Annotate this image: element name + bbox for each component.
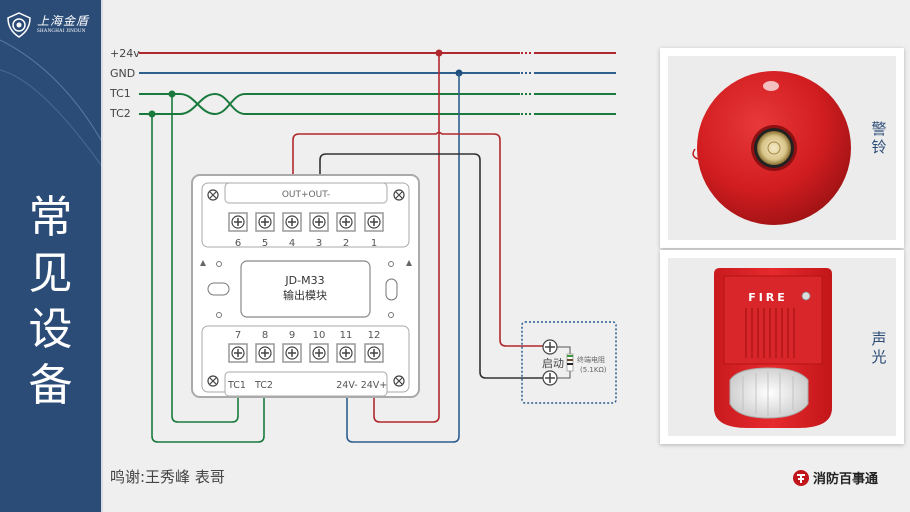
terminal-number: 4: [289, 238, 295, 249]
bus-label-tc2: TC2: [109, 107, 131, 120]
label-24v-minus: 24V-: [336, 380, 357, 391]
terminal-screw: [255, 212, 275, 232]
terminal-number: 11: [340, 330, 353, 341]
wire-24v-plus: [373, 53, 440, 423]
hole-icon: [388, 261, 394, 267]
wire-24v-minus: [346, 73, 460, 443]
resistor-value: (5.1KΩ): [580, 366, 607, 374]
terminal-number: 8: [262, 330, 268, 341]
terminal-screw: [364, 343, 384, 363]
terminal-number: 5: [262, 238, 268, 249]
label-char: 警: [871, 120, 887, 138]
sound-light-alarm-image: FIRE: [714, 268, 832, 428]
alarm-bell-image: [692, 71, 851, 225]
hole-icon: [216, 261, 222, 267]
terminal-screw: [255, 343, 275, 363]
mount-screw-icon: [393, 189, 405, 201]
wire-out-minus: [319, 153, 545, 379]
brand-name: 消防百事通: [813, 472, 879, 487]
wire-tc2: [151, 114, 265, 443]
fire-text: FIRE: [748, 291, 788, 304]
module-label-panel: [240, 260, 371, 318]
title-char: 见: [28, 248, 73, 299]
title-char: 常: [28, 192, 73, 243]
bus-line-tc1: [139, 93, 616, 116]
label-tc1: TC1: [227, 380, 246, 391]
terminal-number: 9: [289, 330, 295, 341]
hole-icon: [388, 312, 394, 318]
bus-label-gnd: GND: [110, 67, 135, 80]
sidebar: 上海金盾 SHANGHAI JINDUN 常 见 设 备: [0, 0, 103, 512]
start-label: 启动: [542, 357, 564, 370]
terminal-number: 10: [313, 330, 326, 341]
module-model: JD-M33: [284, 274, 324, 287]
terminal-number: 12: [368, 330, 381, 341]
card-image-area: FIRE: [668, 258, 896, 436]
terminal-number: 6: [235, 238, 241, 249]
company-logo: 上海金盾 SHANGHAI JINDUN: [6, 12, 89, 38]
terminal-screw: [336, 212, 356, 232]
device-card-strobe: FIRE 声 光: [660, 250, 904, 444]
terminal-screw: [228, 343, 248, 363]
card-image-area: [668, 56, 896, 240]
card-label-strobe: 声 光: [870, 330, 888, 366]
sidebar-edge: [101, 0, 103, 512]
terminal-screw: [336, 343, 356, 363]
brand-logo-icon: [793, 469, 809, 486]
label-char: 铃: [871, 138, 887, 156]
device-dashed-box: [521, 321, 617, 404]
terminal-screw: [309, 343, 329, 363]
sidebar-decor-arcs: [0, 39, 101, 166]
title-char: 设: [28, 304, 73, 355]
resistor-label: 终端电阻: [577, 355, 605, 364]
terminal-screw: [309, 212, 329, 232]
card-label-bell: 警 铃: [870, 120, 888, 156]
mount-screw-icon: [207, 375, 219, 387]
label-24v-plus: 24V+: [361, 380, 388, 391]
slot-horizontal: [207, 282, 230, 296]
terminal-screw: [282, 212, 302, 232]
hole-icon: [216, 312, 222, 318]
section-title: 常 见 设 备: [0, 190, 101, 414]
mount-screw-icon: [207, 189, 219, 201]
terminal-number: 3: [316, 238, 322, 249]
wire-tc1: [171, 94, 239, 423]
credit-text: 鸣谢:王秀峰 表哥: [110, 468, 225, 486]
terminal-number: 2: [343, 238, 349, 249]
bus-label-tc1: TC1: [109, 87, 131, 100]
label-char: 光: [871, 348, 887, 366]
module-name: 输出模块: [283, 288, 327, 302]
terminal-screw: [282, 343, 302, 363]
out-label-strip: [224, 182, 388, 204]
title-char: 备: [28, 360, 73, 411]
slot-vertical: [385, 278, 398, 301]
wire-out-plus: [292, 131, 545, 347]
bottom-label-strip: [224, 371, 388, 397]
terminal-number: 1: [371, 238, 377, 249]
out-label: OUT+OUT-: [282, 190, 330, 200]
mount-screw-icon: [393, 375, 405, 387]
arrow-up-icon: [200, 260, 206, 266]
device-terminal-screw-icon: [542, 339, 558, 355]
logo-cn-text: 上海金盾: [37, 14, 90, 28]
terminal-screw: [228, 212, 248, 232]
device-card-bell: 警 铃: [660, 48, 904, 248]
terminal-screw: [364, 212, 384, 232]
label-tc2: TC2: [254, 380, 273, 391]
bus-line-tc2: [139, 92, 616, 115]
label-char: 声: [871, 330, 887, 348]
arrow-up-icon: [406, 260, 412, 266]
shield-logo-icon: [7, 12, 31, 38]
bus-label-24v: +24v: [110, 47, 140, 60]
terminal-number: 7: [235, 330, 241, 341]
resistor-icon: [566, 353, 574, 372]
device-terminal-screw-icon: [542, 370, 558, 386]
logo-en-text: SHANGHAI JINDUN: [37, 29, 86, 34]
brand-watermark: 消防百事通: [792, 468, 878, 487]
